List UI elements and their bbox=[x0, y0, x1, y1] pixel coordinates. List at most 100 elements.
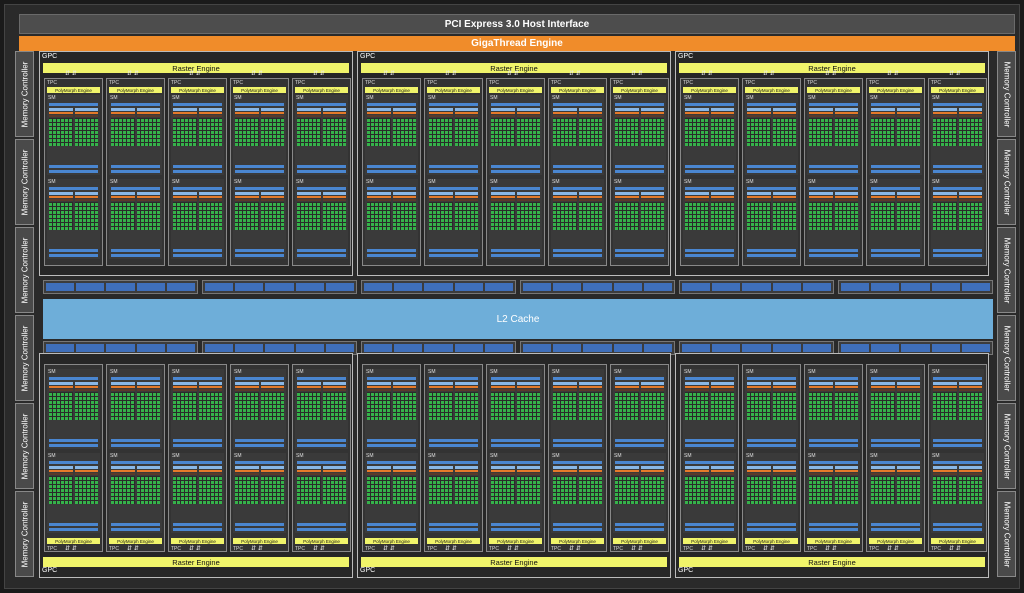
dispatch-unit bbox=[516, 196, 540, 198]
warp-scheduler bbox=[49, 192, 73, 195]
sm-label: SM bbox=[172, 369, 180, 375]
cuda-cores bbox=[367, 392, 391, 420]
warp-scheduler bbox=[173, 192, 197, 195]
sm-partitions bbox=[111, 382, 160, 420]
warp-scheduler bbox=[772, 108, 796, 111]
tpc-arrows-icon: ⇵ ⇵ bbox=[383, 71, 395, 77]
sm-label: SM bbox=[172, 453, 180, 459]
polymorph-engine: PolyMorph Engine bbox=[807, 538, 860, 544]
sm-partition bbox=[454, 382, 478, 420]
sm-texture-units bbox=[615, 254, 664, 257]
cuda-cores bbox=[896, 202, 920, 230]
warp-scheduler bbox=[260, 192, 284, 195]
register-file bbox=[297, 115, 321, 117]
dispatch-unit bbox=[578, 196, 602, 198]
sm-texture-units bbox=[871, 528, 920, 531]
register-file bbox=[111, 115, 135, 117]
warp-scheduler bbox=[429, 192, 453, 195]
warp-scheduler bbox=[958, 108, 982, 111]
sm-partitions bbox=[111, 192, 160, 230]
crossbar-block bbox=[841, 344, 870, 352]
cuda-cores bbox=[392, 118, 416, 146]
register-file bbox=[685, 389, 709, 391]
dispatch-unit bbox=[49, 196, 73, 198]
sm-partition bbox=[685, 466, 709, 504]
cuda-cores bbox=[367, 476, 391, 504]
cuda-cores bbox=[454, 476, 478, 504]
cuda-cores bbox=[871, 476, 895, 504]
tpc-arrows-icon: ⇵ ⇵ bbox=[507, 71, 519, 77]
sm-shared-memory bbox=[235, 165, 284, 168]
dispatch-unit bbox=[834, 112, 858, 114]
warp-scheduler bbox=[111, 382, 135, 385]
register-file bbox=[392, 473, 416, 475]
tpc-label: TPC bbox=[683, 80, 693, 86]
sm-label: SM bbox=[490, 179, 498, 185]
dispatch-unit bbox=[260, 196, 284, 198]
crossbar-block bbox=[46, 283, 75, 291]
register-file bbox=[772, 389, 796, 391]
tpc-arrows-icon: ⇵ ⇵ bbox=[313, 71, 325, 77]
warp-scheduler bbox=[322, 382, 346, 385]
sm-partition bbox=[896, 466, 920, 504]
polymorph-engine: PolyMorph Engine bbox=[683, 87, 736, 93]
sm-block: SM bbox=[683, 179, 736, 259]
sm-partitions bbox=[685, 192, 734, 230]
cuda-cores bbox=[615, 392, 639, 420]
sm-partition bbox=[640, 108, 664, 146]
register-file bbox=[367, 115, 391, 117]
sm-block: SM bbox=[109, 369, 162, 449]
sm-partitions bbox=[933, 382, 982, 420]
sm-partition bbox=[958, 466, 982, 504]
warp-scheduler bbox=[297, 192, 321, 195]
sm-shared-memory bbox=[809, 165, 858, 168]
crossbar-segment bbox=[361, 341, 516, 355]
register-file bbox=[809, 473, 833, 475]
sm-partitions bbox=[429, 382, 478, 420]
warp-scheduler bbox=[871, 108, 895, 111]
tpc-arrows-icon: ⇵ ⇵ bbox=[825, 546, 837, 552]
tpc-arrows-icon: ⇵ ⇵ bbox=[65, 71, 77, 77]
sm-label: SM bbox=[110, 453, 118, 459]
register-file bbox=[454, 115, 478, 117]
crossbar-segment bbox=[202, 341, 357, 355]
sm-texture-units bbox=[615, 444, 664, 447]
register-file bbox=[871, 473, 895, 475]
memory-controller-label: Memory Controller bbox=[20, 413, 30, 479]
sm-shared-memory bbox=[235, 249, 284, 252]
register-file bbox=[640, 115, 664, 117]
warp-scheduler bbox=[516, 466, 540, 469]
cuda-cores bbox=[896, 392, 920, 420]
sm-instruction-cache bbox=[111, 187, 160, 190]
sm-texture-units bbox=[173, 170, 222, 173]
polymorph-engine: PolyMorph Engine bbox=[489, 87, 542, 93]
tpc-arrows-icon: ⇵ ⇵ bbox=[631, 546, 643, 552]
sm-instruction-cache bbox=[49, 461, 98, 464]
sm-texture-units bbox=[429, 528, 478, 531]
cuda-cores bbox=[235, 476, 259, 504]
register-file bbox=[747, 115, 771, 117]
sm-shared-memory bbox=[49, 439, 98, 442]
register-file bbox=[173, 115, 197, 117]
register-file bbox=[516, 115, 540, 117]
sm-instruction-cache bbox=[429, 461, 478, 464]
sm-shared-memory bbox=[871, 523, 920, 526]
warp-scheduler bbox=[297, 382, 321, 385]
sm-texture-units bbox=[809, 528, 858, 531]
sm-shared-memory bbox=[871, 439, 920, 442]
dispatch-unit bbox=[772, 386, 796, 388]
sm-partitions bbox=[111, 108, 160, 146]
register-file bbox=[772, 199, 796, 201]
sm-block: SM bbox=[683, 369, 736, 449]
warp-scheduler bbox=[322, 108, 346, 111]
sm-label: SM bbox=[808, 95, 816, 101]
sm-texture-units bbox=[235, 444, 284, 447]
register-file bbox=[809, 389, 833, 391]
memory-controller-label: Memory Controller bbox=[20, 501, 30, 567]
sm-block: SM bbox=[683, 453, 736, 533]
sm-shared-memory bbox=[111, 523, 160, 526]
polymorph-engine: PolyMorph Engine bbox=[613, 87, 666, 93]
